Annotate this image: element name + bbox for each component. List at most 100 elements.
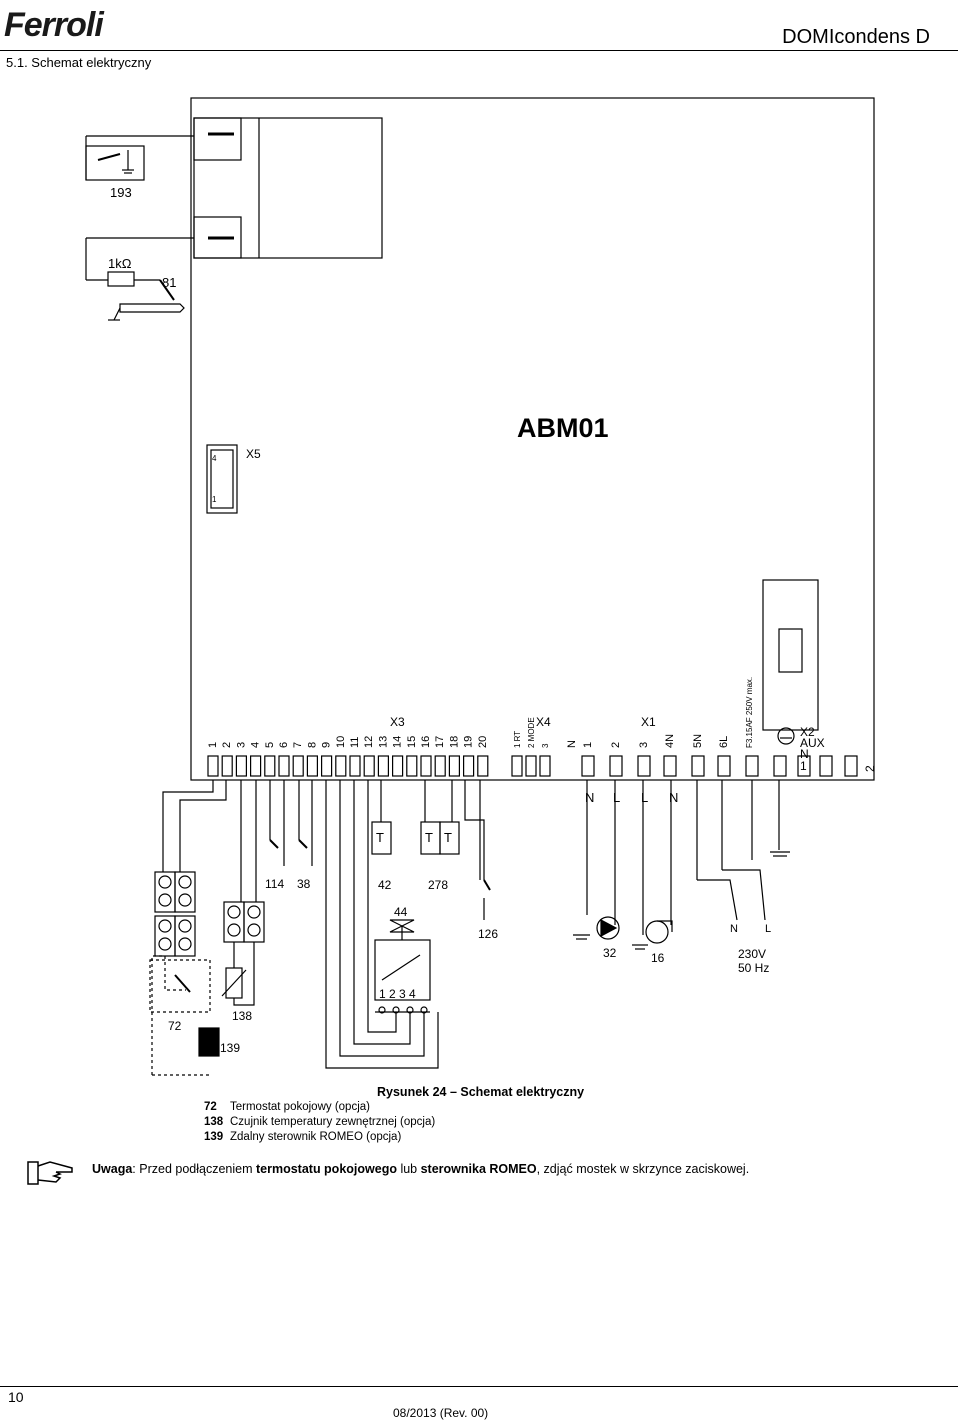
- x1-pin: [637, 755, 651, 777]
- x3-pin-label: 15: [406, 736, 418, 748]
- label-72: 72: [168, 1019, 182, 1033]
- label-50hz: 50 Hz: [738, 961, 769, 975]
- label-42: 42: [378, 878, 392, 892]
- x3-pin-label: 2: [221, 742, 233, 748]
- x3-pin-label: 20: [477, 736, 489, 748]
- top-connector-block: [193, 117, 383, 259]
- svg-text:2: 2: [863, 765, 877, 772]
- x1-pin-label: 3: [638, 742, 650, 748]
- svg-text:L: L: [641, 790, 648, 805]
- x3-pin-label: 18: [448, 736, 460, 748]
- section-title: 5.1. Schemat elektryczny: [6, 55, 152, 70]
- x3-pin: [292, 755, 304, 777]
- x3-pin-label: 16: [420, 736, 432, 748]
- pointing-hand-icon: [27, 1161, 73, 1185]
- svg-text:N: N: [669, 790, 678, 805]
- x1-pin: [773, 755, 787, 777]
- x3-pin: [448, 755, 460, 777]
- svg-text:N: N: [800, 747, 809, 761]
- svg-text:N: N: [585, 790, 594, 805]
- x3-pin: [264, 755, 276, 777]
- svg-text:T: T: [444, 830, 452, 845]
- x3-pin-label: 12: [363, 736, 375, 748]
- x1-pin-label: 2: [610, 742, 622, 748]
- x3-pin: [235, 755, 247, 777]
- x1-pin-label: 6L: [718, 736, 730, 748]
- x3-pin: [406, 755, 418, 777]
- x3-pin: [349, 755, 361, 777]
- x3-pin: [250, 755, 262, 777]
- x3-pin: [377, 755, 389, 777]
- x3-pin: [335, 755, 347, 777]
- header-divider: [0, 50, 958, 51]
- label-x1: X1: [641, 715, 656, 729]
- svg-text:1: 1: [212, 495, 217, 504]
- x3-pin-label: 19: [463, 736, 475, 748]
- svg-text:T: T: [376, 830, 384, 845]
- x1-pin: [609, 755, 623, 777]
- label-x3: X3: [390, 715, 405, 729]
- x3-pin-label: 4: [250, 742, 262, 748]
- svg-text:L: L: [613, 790, 620, 805]
- x3-pin-label: 10: [335, 736, 347, 748]
- label-aux: AUX: [800, 736, 825, 750]
- label-x5: X5: [246, 447, 261, 461]
- x3-pin: [477, 755, 489, 777]
- x3-pin: [278, 755, 290, 777]
- fuse-label: F3.15AF 250V max.: [745, 677, 754, 748]
- board-label: ABM01: [517, 413, 609, 443]
- label-x2: X2: [800, 725, 815, 739]
- svg-text:N: N: [730, 923, 738, 935]
- warning-note: Uwaga: Przed podłączeniem termostatu pok…: [92, 1162, 750, 1176]
- footer-divider: [0, 1386, 958, 1387]
- x3-pin-label: 6: [278, 742, 290, 748]
- x3-pin-label: 7: [292, 742, 304, 748]
- x3-pin-label: 17: [434, 736, 446, 748]
- x4-pin-label: 3: [541, 743, 550, 748]
- x3-pin-label: 8: [306, 742, 318, 748]
- x4-pin: [539, 755, 551, 777]
- x1-pin: [691, 755, 705, 777]
- x3-pin-label: 9: [321, 742, 333, 748]
- svg-text:1: 1: [800, 759, 807, 773]
- figure-caption: Rysunek 24 – Schemat elektryczny: [377, 1085, 585, 1099]
- x4-pin-label: 2 MODE: [527, 717, 536, 748]
- label-x4: X4: [536, 715, 551, 729]
- product-name: DOMIcondens D: [782, 26, 930, 48]
- x3-pin-label: 1: [207, 742, 219, 748]
- label-139: 139: [220, 1041, 240, 1055]
- x1-pin: [581, 755, 595, 777]
- label-138: 138: [232, 1009, 252, 1023]
- x3-pin: [434, 755, 446, 777]
- label-193: 193: [110, 185, 132, 200]
- x3-pin-label: 14: [392, 736, 404, 748]
- x1-pin-label: 1: [582, 742, 594, 748]
- x3-pin: [392, 755, 404, 777]
- label-278: 278: [428, 878, 448, 892]
- label-32: 32: [603, 946, 617, 960]
- x3-pin-label: 3: [235, 742, 247, 748]
- x3-pin: [321, 755, 333, 777]
- label-230v: 230V: [738, 947, 766, 961]
- x1-pin: [663, 755, 677, 777]
- page-number: 10: [8, 1389, 24, 1405]
- x3-pin: [207, 755, 219, 777]
- x3-pin: [306, 755, 318, 777]
- x3-pin: [221, 755, 233, 777]
- label-81: 81: [162, 275, 176, 290]
- x4-pin: [525, 755, 537, 777]
- x1-pin-label: N: [566, 740, 578, 748]
- label-16: 16: [651, 951, 665, 965]
- ferroli-logo: Ferroli: [4, 6, 104, 44]
- x1-pin: [745, 755, 759, 777]
- x3-pin: [420, 755, 432, 777]
- svg-text:L: L: [765, 923, 771, 935]
- label-38: 38: [297, 877, 311, 891]
